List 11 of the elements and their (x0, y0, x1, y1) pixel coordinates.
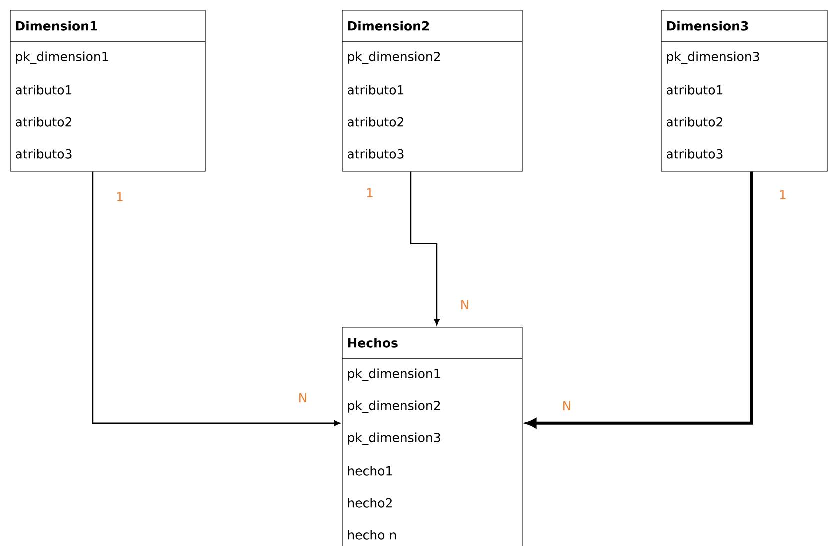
table: Dimension3 pk_dimension3 atributo1 atributo2 atributo3 (660, 10, 828, 172)
cardinality-label: 1 (117, 192, 123, 202)
cardinality-label: 1 (780, 190, 786, 200)
table: Dimension1 pk_dimension1 atributo1 atributo2 atributo3 (10, 10, 206, 172)
cardinality-label: N (300, 393, 306, 403)
cardinality-label: N (462, 300, 468, 310)
cardinality-label: 1 (367, 188, 373, 198)
arrow (410, 172, 440, 326)
table: Dimension2 pk_dimension2 atributo1 atributo2 atributo3 (342, 10, 523, 172)
table: Hechos pk_dimension1 pk_dimension2 pk_dimension3 hecho1 hecho2 hecho n (342, 327, 523, 546)
arrow (92, 172, 340, 426)
